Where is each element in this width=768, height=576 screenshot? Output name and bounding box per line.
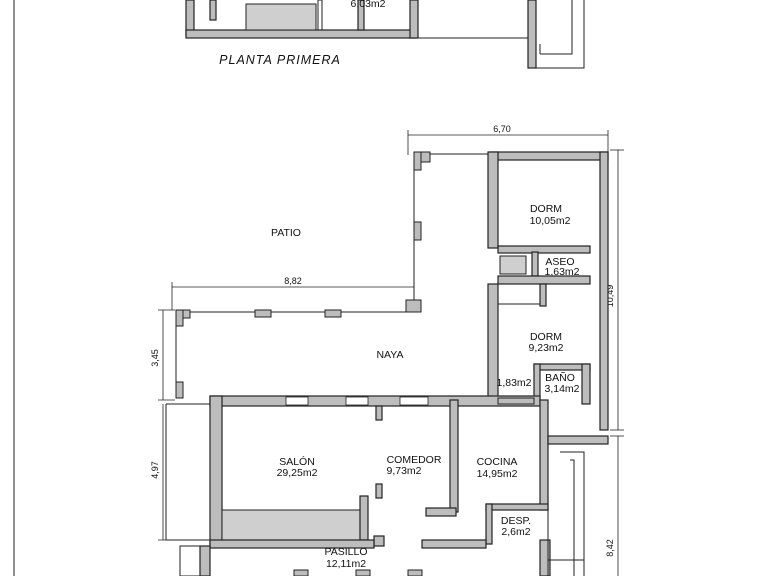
dimension-patio-width: 8,82 [284, 276, 302, 286]
room-name-naya: NAYA [376, 349, 403, 361]
room-name-bano: BAÑO [545, 371, 575, 384]
room-area-hall: 1,83m2 [496, 377, 531, 389]
room-name-salon: SALÓN [279, 455, 315, 468]
upper-floor-fragment: 6,03m2 [185, 0, 585, 69]
room-name-cocina: COCINA [477, 456, 518, 468]
room-name-dorm-2: DORM [530, 331, 562, 343]
plan-title: PLANTA PRIMERA [219, 53, 341, 67]
room-area-dorm-2: 9,23m2 [528, 342, 563, 354]
room-name-desp: DESP. [501, 515, 531, 527]
room-area-desp: 2,6m2 [501, 526, 530, 538]
room-area-pasillo: 12,11m2 [326, 558, 366, 570]
dimension-salon-height: 4,97 [150, 461, 160, 479]
room-labels: PATIO NAYA DORM 10,05m2 ASEO 1,63m2 DORM… [271, 203, 580, 570]
dimension-naya-height: 3,45 [150, 349, 160, 367]
room-name-pasillo: PASILLO [325, 546, 368, 558]
dimension-right-height: 10,49 [605, 285, 615, 308]
room-area-comedor: 9,73m2 [386, 465, 421, 477]
room-area-aseo: 1,63m2 [544, 266, 579, 278]
room-name-aseo: ASEO [545, 256, 574, 268]
room-area-cocina: 14,95m2 [477, 468, 518, 480]
upper-floor-area-label: 6,03m2 [350, 0, 385, 10]
dimension-top-width: 6,70 [493, 124, 511, 134]
room-area-salon: 29,25m2 [277, 467, 318, 479]
room-area-dorm-1: 10,05m2 [530, 215, 571, 227]
ground-floor-walls [165, 151, 609, 576]
dimension-bottom-right-height: 8,42 [605, 539, 615, 557]
room-area-bano: 3,14m2 [544, 383, 579, 395]
room-name-patio: PATIO [271, 227, 301, 239]
room-name-comedor: COMEDOR [387, 454, 442, 466]
room-name-dorm-1: DORM [530, 203, 562, 215]
